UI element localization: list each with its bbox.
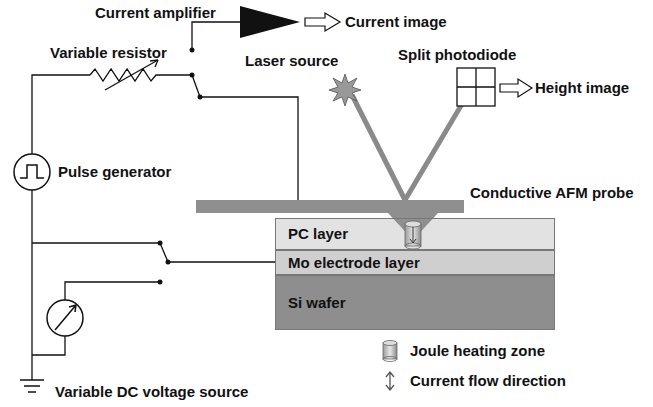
layer-band: Mo electrode layer	[275, 250, 555, 275]
dc-source-arrow	[55, 305, 76, 330]
photodiode-label: Split photodiode	[398, 46, 516, 64]
pulse-waveform	[20, 165, 44, 178]
pulse-wire	[32, 75, 90, 154]
pc-layer-fill	[275, 218, 555, 250]
output-label: Height image	[535, 79, 629, 97]
legend-text: Joule heating zone	[410, 342, 545, 360]
laser-label: Laser source	[245, 52, 338, 70]
mo-layer-fill	[275, 250, 555, 275]
layer-name: Si wafer	[288, 294, 346, 312]
legend-joule-icon	[383, 341, 397, 362]
probe-wire	[200, 97, 298, 200]
layer-band: Si wafer	[275, 275, 555, 330]
electrode-wire	[168, 261, 275, 262]
photodiode-symbol	[457, 68, 495, 106]
dc-ground-wire	[32, 336, 65, 355]
layer-band: PC layer	[275, 218, 555, 250]
pulse-sample-wire	[32, 242, 160, 243]
laser-beam	[352, 95, 462, 200]
probe-label: Conductive AFM probe	[470, 184, 634, 202]
amp-wire	[192, 22, 240, 50]
pulse-generator-symbol	[14, 154, 50, 190]
legend-text: Current flow direction	[410, 372, 566, 390]
resistor-label: Variable resistor	[50, 44, 167, 62]
resistor-symbol	[90, 69, 192, 81]
ground-wire	[31, 190, 32, 380]
legend-current-icon	[386, 372, 394, 390]
output-arrow	[305, 13, 340, 31]
amplifier-label: Current amplifier	[95, 4, 216, 22]
laser-symbol	[329, 74, 361, 106]
switch-blade	[192, 75, 200, 97]
dc-source-symbol	[47, 300, 83, 336]
resistor-arrow	[105, 60, 158, 90]
layer-name: Mo electrode layer	[288, 254, 420, 272]
dc-wire	[65, 282, 160, 300]
si-layer-fill	[275, 275, 555, 330]
output-arrow	[500, 79, 532, 97]
amplifier-symbol	[240, 6, 300, 38]
sample-switch-blade	[160, 243, 168, 262]
joule-zone	[405, 221, 421, 249]
resistor-arrowhead	[150, 60, 158, 67]
ground-symbol	[20, 380, 44, 392]
generator-label: Pulse generator	[58, 163, 171, 181]
output-label: Current image	[345, 13, 447, 31]
cantilever	[196, 200, 464, 213]
layer-name: PC layer	[288, 225, 348, 243]
dc-source-label: Variable DC voltage source	[55, 383, 248, 401]
